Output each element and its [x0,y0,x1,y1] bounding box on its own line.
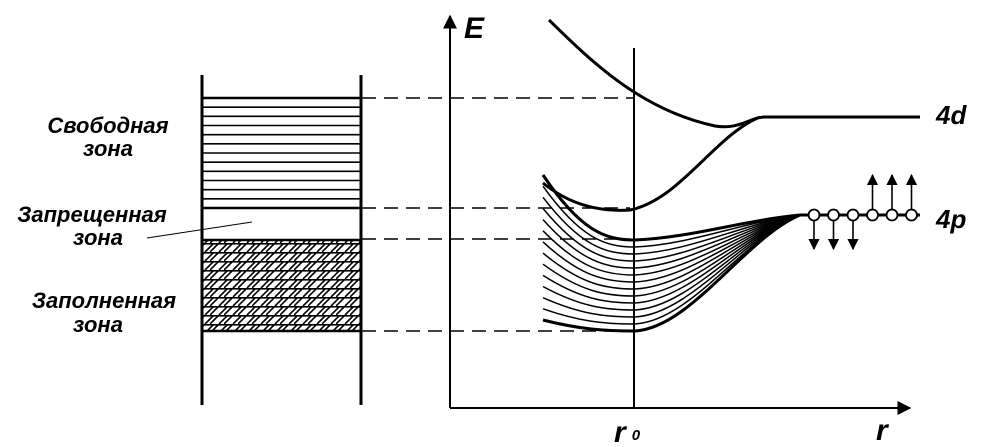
curve-4p-member [542,213,801,333]
curve-4p-member [542,208,801,262]
energy-curves [541,18,920,333]
curve-4p-member [542,214,801,304]
projection-lines [362,97,634,332]
distance-axis-label: r [876,414,890,447]
atomic-state-circle [885,208,899,222]
curve-4p-member [542,214,801,276]
level-4p-label: 4p [935,204,966,234]
curve-4p-member [542,214,801,318]
level-4d-label: 4d [935,100,967,130]
atomic-states-4p [807,173,918,251]
forbidden-zone-pointer [146,221,253,239]
r0-label-main: r [614,416,628,447]
atomic-state-circle [905,208,918,222]
curve-4p-member [542,214,801,311]
free-zone-label-line1: Свободная [47,113,168,138]
energy-axis-label: E [464,12,485,45]
curve-4p-member [542,214,801,297]
free-band-levels [202,96,361,210]
r0-label-sub: 0 [632,427,641,444]
atomic-state-circle [846,208,860,222]
curve-4p-member [542,185,801,248]
zone-labels: Свободная зона Запрещенная зона Заполнен… [17,113,176,337]
filled-zone-label-line2: зона [73,312,123,337]
curve-4p-member [542,214,801,290]
forbidden-zone-label-line1: Запрещенная [17,202,167,227]
curve-4p-member [542,214,801,283]
filled-zone-label-line1: Заполненная [32,288,176,313]
atomic-state-circle [827,208,840,222]
free-zone-label-line2: зона [83,136,133,161]
curve-4p-member [542,214,801,269]
curve-4p-member [541,174,801,242]
curve-4p-member [542,196,801,255]
band-diagram [146,75,363,405]
filled-band-hatching [200,238,363,333]
atomic-state-circle [807,208,821,222]
curve-4d-upper [547,18,920,129]
forbidden-zone-label-line2: зона [73,225,123,250]
atomic-state-circle [866,208,879,222]
curves-4p-family [541,174,801,333]
curve-4d-lower [542,115,761,212]
